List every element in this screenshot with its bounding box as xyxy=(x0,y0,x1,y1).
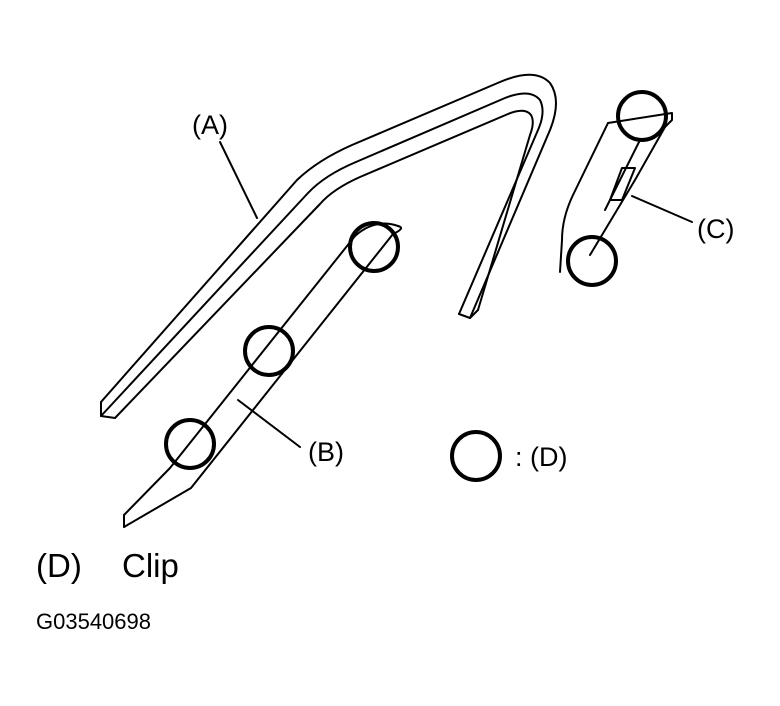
clip-markers xyxy=(164,90,668,482)
figure-id: G03540698 xyxy=(36,609,151,634)
part-c-pillar-molding xyxy=(559,112,673,273)
callout-b-label: (B) xyxy=(308,437,344,467)
legend-symbol-meaning: : (D) xyxy=(515,442,568,472)
leader-b xyxy=(237,399,301,448)
legend-name: Clip xyxy=(122,547,179,584)
clip-marker xyxy=(243,325,295,377)
clip-marker xyxy=(616,90,668,142)
part-a-sash-molding xyxy=(100,73,557,419)
clip-marker xyxy=(566,235,618,287)
callout-c-label: (C) xyxy=(697,214,735,244)
leader-a xyxy=(219,141,258,219)
callout-a-label: (A) xyxy=(192,110,228,140)
leader-c xyxy=(631,195,693,223)
clip-marker xyxy=(164,418,216,470)
legend-clip-symbol xyxy=(450,430,502,482)
legend-code: (D) xyxy=(36,547,82,584)
clip-marker xyxy=(348,221,400,273)
leader-lines xyxy=(219,141,693,448)
